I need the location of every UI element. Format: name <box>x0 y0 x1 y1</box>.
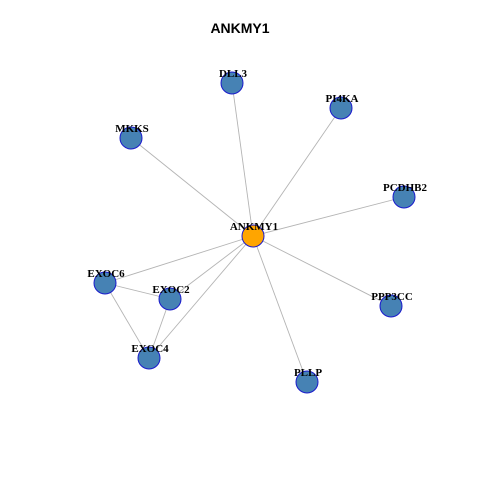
node-circle-exoc2 <box>158 287 182 311</box>
graph-title: ANKMY1 <box>210 20 270 36</box>
node-ankmy1: ANKMY1 <box>230 221 278 248</box>
node-label-exoc6: EXOC6 <box>87 268 125 280</box>
edge-ankmy1-ppp3cc <box>252 235 392 307</box>
edge-ankmy1-pllp <box>252 235 308 383</box>
node-exoc2: EXOC2 <box>152 284 190 311</box>
edge-ankmy1-dll3 <box>231 82 254 237</box>
edge-ankmy1-pi4ka <box>252 107 342 237</box>
node-label-pllp: PLLP <box>294 367 322 379</box>
node-label-dll3: DLL3 <box>219 68 248 80</box>
node-mkks: MKKS <box>115 123 149 150</box>
node-label-pi4ka: PI4KA <box>326 93 359 105</box>
node-pi4ka: PI4KA <box>326 93 359 120</box>
node-label-exoc4: EXOC4 <box>131 343 169 355</box>
edge-ankmy1-mkks <box>130 137 254 237</box>
edge-exoc6-exoc4 <box>104 282 150 359</box>
node-circle-pllp <box>295 370 319 394</box>
edge-ankmy1-pcdhb2 <box>252 196 405 237</box>
node-circle-dll3 <box>220 71 244 95</box>
node-label-mkks: MKKS <box>115 123 149 135</box>
node-circle-ppp3cc <box>379 294 403 318</box>
node-circle-exoc4 <box>137 346 161 370</box>
node-circle-pi4ka <box>329 96 353 120</box>
node-dll3: DLL3 <box>219 68 248 95</box>
node-pllp: PLLP <box>294 367 322 394</box>
node-exoc4: EXOC4 <box>131 343 169 370</box>
edge-ankmy1-exoc4 <box>148 235 254 359</box>
node-circle-mkks <box>119 126 143 150</box>
node-label-ankmy1: ANKMY1 <box>230 221 278 233</box>
node-circle-ankmy1 <box>241 224 265 248</box>
node-circle-exoc6 <box>93 271 117 295</box>
node-exoc6: EXOC6 <box>87 268 125 295</box>
node-label-exoc2: EXOC2 <box>152 284 190 296</box>
node-ppp3cc: PPP3CC <box>371 291 413 318</box>
node-label-ppp3cc: PPP3CC <box>371 291 413 303</box>
node-circle-pcdhb2 <box>392 185 416 209</box>
edge-ankmy1-exoc2 <box>169 235 254 300</box>
node-label-pcdhb2: PCDHB2 <box>383 182 428 194</box>
edge-ankmy1-exoc6 <box>104 235 254 284</box>
node-pcdhb2: PCDHB2 <box>383 182 428 209</box>
